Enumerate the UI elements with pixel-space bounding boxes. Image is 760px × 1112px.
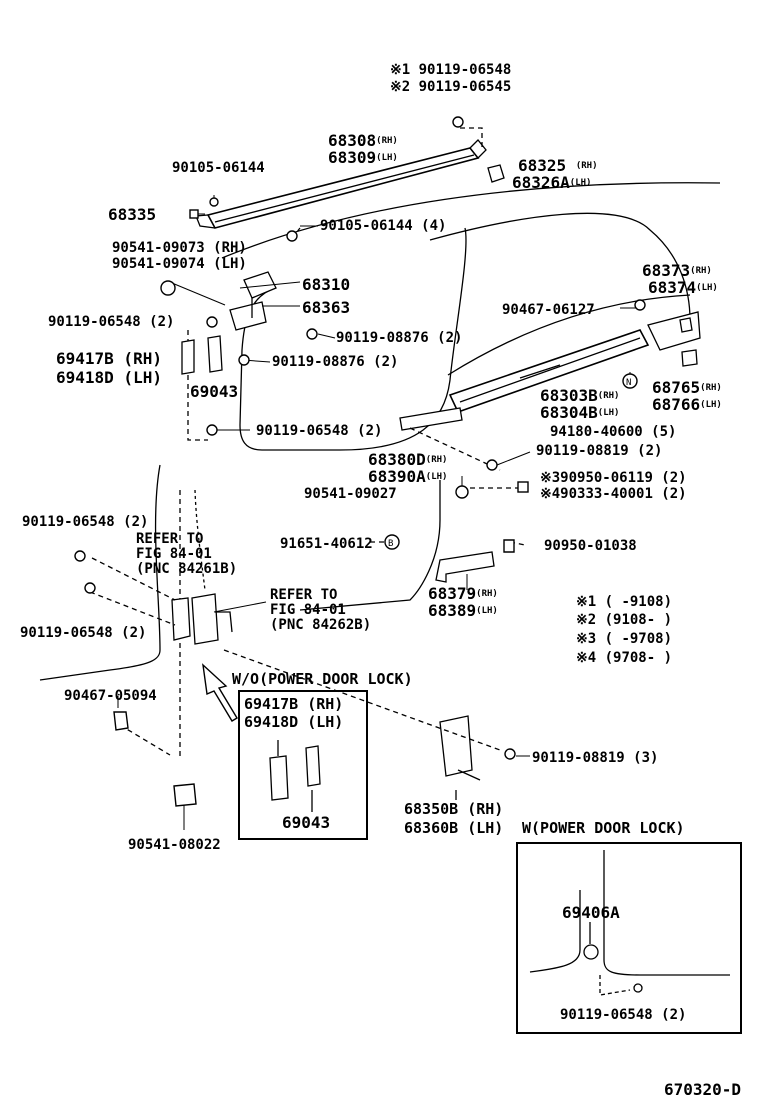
label-refer2-a: REFER TO xyxy=(270,587,338,603)
label-90119-08819-3: 90119-08819 (3) xyxy=(532,750,659,766)
label-69406a: 69406A xyxy=(562,903,620,922)
bracket-68325 xyxy=(487,164,505,183)
label-90541-09073: 90541-09073 (RH) xyxy=(112,240,247,256)
label-490333-40001: ※490333-40001 (2) xyxy=(540,486,687,502)
label-90119-06548-2b: 90119-06548 (2) xyxy=(256,423,383,439)
label-68310: 68310 xyxy=(302,275,351,294)
label-68374: 68374(LH) xyxy=(648,278,718,297)
label-90119-06548-2a: 90119-06548 (2) xyxy=(48,314,175,330)
inset-box-wo-power-lock xyxy=(238,690,368,840)
label-refer1-c: (PNC 84261B) xyxy=(136,561,238,577)
label-68325: 68325 (RH) xyxy=(518,156,598,175)
figure-number: 670320-D xyxy=(664,1080,742,1099)
label-refer1-a: REFER TO xyxy=(136,531,204,547)
label-68390a: 68390A(LH) xyxy=(368,467,448,486)
roller-68310 xyxy=(229,271,277,331)
striker-69417b xyxy=(181,339,195,375)
solid-leaders xyxy=(117,195,636,830)
label-90119-08819-2: 90119-08819 (2) xyxy=(536,443,663,459)
label-refer2-b: FIG 84-01 xyxy=(270,602,346,618)
label-68379: 68379(RH) xyxy=(428,584,498,603)
label-68335: 68335 xyxy=(108,205,157,224)
inset-wo-parts xyxy=(269,740,321,812)
body-outline xyxy=(39,182,721,681)
label-68765: 68765(RH) xyxy=(652,378,722,397)
label-68309: 68309(LH) xyxy=(328,148,398,167)
cover-68765 xyxy=(681,349,698,367)
fasteners xyxy=(74,116,646,807)
label-90467-05094: 90467-05094 xyxy=(64,688,157,704)
label-90119-06548-2c: 90119-06548 (2) xyxy=(22,514,149,530)
label-w-power-door-lock: W(POWER DOOR LOCK) xyxy=(522,819,685,837)
label-90119-06548-2e: 90119-06548 (2) xyxy=(560,1007,687,1023)
label-90105-06144-4: 90105-06144 (4) xyxy=(320,218,447,234)
hinge-68350b xyxy=(439,715,481,800)
label-68326a: 68326A(LH) xyxy=(512,173,592,192)
svg-text:B: B xyxy=(388,539,393,549)
label-90119-06548-2d: 90119-06548 (2) xyxy=(20,625,147,641)
label-68303b: 68303B(RH) xyxy=(540,386,620,405)
label-68308: 68308(RH) xyxy=(328,131,398,150)
lock-assembly xyxy=(171,593,233,645)
label-68304b: 68304B(LH) xyxy=(540,403,620,422)
bracket-68373 xyxy=(647,311,701,351)
label-wo-power-door-lock: W/O(POWER DOOR LOCK) xyxy=(232,670,413,688)
inset-box-w-power-lock xyxy=(516,842,742,1034)
svg-text:N: N xyxy=(626,378,631,388)
label-68766: 68766(LH) xyxy=(652,395,722,414)
front-arrow xyxy=(202,663,238,722)
label-68380d: 68380D(RH) xyxy=(368,450,448,469)
label-refer2-c: (PNC 84262B) xyxy=(270,617,372,633)
label-90119-08876-2b: 90119-08876 (2) xyxy=(272,354,399,370)
label-90119-08876-2a: 90119-08876 (2) xyxy=(336,330,463,346)
label-box-69417b: 69417B (RH) xyxy=(244,695,344,713)
label-90467-06127: 90467-06127 xyxy=(502,302,595,318)
inset-w-parts xyxy=(529,850,730,996)
label-68389: 68389(LH) xyxy=(428,601,498,620)
upper-rail xyxy=(195,127,487,229)
label-90541-09027: 90541-09027 xyxy=(304,486,397,502)
label-note-4: ※4 (9708- ) xyxy=(576,650,673,666)
label-90541-09074: 90541-09074 (LH) xyxy=(112,256,247,272)
label-69417b: 69417B (RH) xyxy=(56,349,162,368)
label-note-1: ※1 ( -9108) xyxy=(576,594,673,610)
label-box-69418d: 69418D (LH) xyxy=(244,713,344,731)
label-390950-06119: ※390950-06119 (2) xyxy=(540,470,687,486)
label-box-69043: 69043 xyxy=(282,813,331,832)
label-90105-06144: 90105-06144 xyxy=(172,160,265,176)
label-69043: 69043 xyxy=(190,382,239,401)
label-91651-40612: 91651-40612 xyxy=(280,536,373,552)
label-68363: 68363 xyxy=(302,298,351,317)
label-90119-06545: ※2 90119-06545 xyxy=(390,79,512,95)
label-69418d: 69418D (LH) xyxy=(56,368,162,387)
bracket-68379 xyxy=(435,551,495,583)
label-90950-01038: 90950-01038 xyxy=(544,538,637,554)
label-90541-08022: 90541-08022 xyxy=(128,837,221,853)
label-note-2: ※2 (9108- ) xyxy=(576,612,673,628)
lower-rail xyxy=(399,329,650,471)
label-refer1-b: FIG 84-01 xyxy=(136,546,212,562)
label-68360b: 68360B (LH) xyxy=(404,819,504,837)
label-90119-06548-a: ※1 90119-06548 xyxy=(390,62,512,78)
label-note-3: ※3 ( -9708) xyxy=(576,631,673,647)
label-68373: 68373(RH) xyxy=(642,261,712,280)
label-94180-40600: 94180-40600 (5) xyxy=(550,424,677,440)
label-68350b: 68350B (RH) xyxy=(404,800,504,818)
